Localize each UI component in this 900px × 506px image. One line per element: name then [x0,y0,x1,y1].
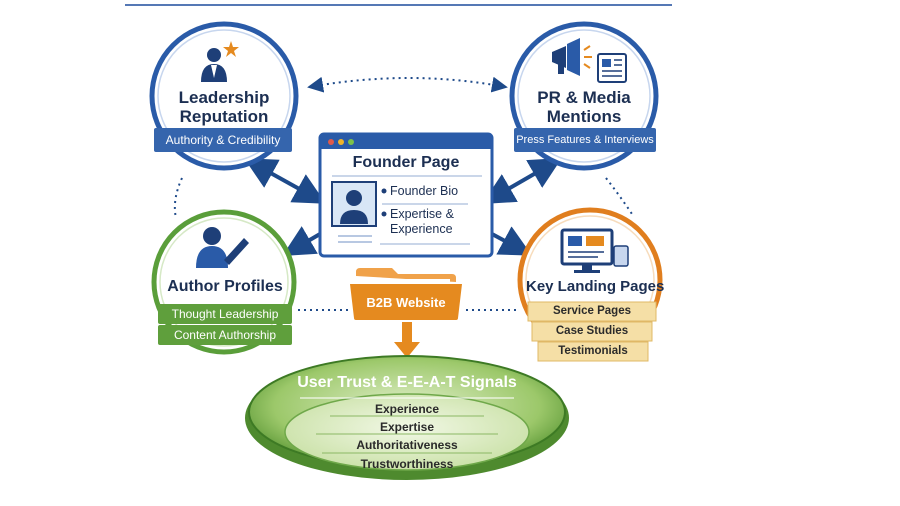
trust-item-expertise: Expertise [379,420,435,434]
author-ribbon-2 [158,325,292,345]
trust-bowl [245,355,569,480]
founder-page-title: Founder Page [352,154,460,171]
author-pen-icon [196,227,249,268]
leader-star-icon [201,41,239,82]
landing-pages-title: Key Landing Pages [526,278,665,295]
trust-item-authoritativeness: Authoritativeness [356,438,458,452]
founder-expertise-line2: Experience [390,222,453,236]
landing-tag-1 [527,301,657,322]
landing-pages-node [517,207,663,362]
landing-tag-3-text: Testimonials [558,345,628,357]
landing-tag-2 [531,321,653,342]
leadership-ribbon-text: Authority & Credibility [165,133,281,147]
pr-title-line1: PR & Media [537,88,631,107]
founder-page-window [318,132,494,258]
pr-ribbon-text: Press Features & Interviews [516,134,654,146]
megaphone-newspaper-icon [552,38,627,83]
founder-bio-text: Founder Bio [390,184,459,198]
pr-ribbon [514,128,656,152]
author-profiles-node [151,209,297,355]
landing-tag-3 [537,341,649,362]
author-ribbon-2-text: Content Authorship [173,328,277,342]
trust-item-experience: Experience [374,402,440,416]
monitor-icon [560,228,629,273]
leadership-title-line1: Leadership [178,88,270,107]
down-arrow [394,322,420,358]
solid-connectors [244,158,562,257]
leadership-title: Leadership Reputation [164,88,284,126]
founder-expertise-text: Expertise & Experience [390,207,454,237]
trust-title: User Trust & E-E-A-T Signals [297,374,517,391]
b2b-website-label: B2B Website [366,295,446,310]
founder-expertise-line1: Expertise & [390,207,454,221]
author-profiles-title: Author Profiles [167,278,283,295]
trust-item-trustworthiness: Trustworthiness [360,457,454,471]
dotted-connectors [173,76,633,311]
leadership-ribbon [154,128,292,152]
landing-tag-1-text: Service Pages [552,305,631,317]
landing-tag-2-text: Case Studies [555,325,629,337]
leadership-node [149,21,299,171]
folder-icon [350,268,462,320]
author-ribbon-1 [158,304,292,324]
pr-title: PR & Media Mentions [524,88,644,126]
leadership-title-line2: Reputation [179,107,269,126]
author-ribbon-1-text: Thought Leadership [171,307,279,321]
pr-title-line2: Mentions [546,107,622,126]
